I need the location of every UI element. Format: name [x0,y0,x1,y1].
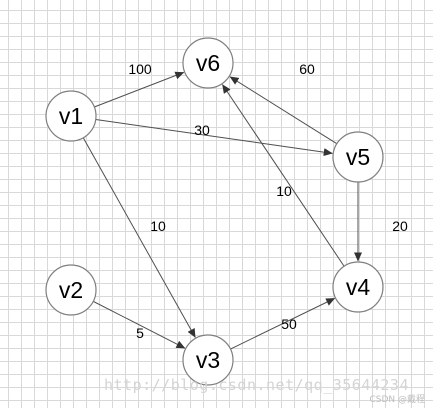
nodes-layer: v1 v2 v3 v4 v5 v6 [45,37,384,386]
edge-v1-v6 [94,71,185,108]
edge-weight-v1-v6: 100 [128,61,152,77]
watermark-csdn: CSDN @戴程 [369,395,425,405]
node-circle-v3 [182,334,234,386]
node-label-v5: v5 [346,144,370,170]
edge-v4-v6 [222,84,345,267]
node-v1: v1 [45,90,97,142]
node-label-v3: v3 [196,347,220,373]
edge-weight-v1-v3: 10 [150,218,166,234]
node-circle-v1 [45,90,97,142]
node-v3: v3 [182,334,234,386]
node-v5: v5 [332,131,384,183]
node-label-v4: v4 [346,274,371,300]
edge-v5-v6 [229,76,338,145]
node-v6: v6 [182,37,234,89]
edge-weight-v3-v4: 50 [281,316,297,332]
node-label-v6: v6 [196,50,220,76]
edge-v1-v3 [82,137,196,338]
node-circle-v5 [332,131,384,183]
edge-weight-v1-v5: 30 [194,122,210,138]
edge-weight-v2-v3: 5 [136,325,144,341]
edge-v3-v4 [230,297,336,350]
node-circle-v2 [45,264,97,316]
edge-weights-layer: 100 30 10 5 50 10 60 20 [128,61,408,341]
edge-weight-v4-v6: 10 [276,183,292,199]
edge-weight-v5-v4: 20 [392,218,408,234]
node-label-v1: v1 [59,103,83,129]
watermark-url: http://blog.csdn.net/qq_35644234 [104,376,409,394]
edge-weight-v5-v6: 60 [299,61,315,77]
edge-v2-v3 [93,300,186,349]
edge-v1-v5 [95,119,333,157]
node-circle-v6 [182,37,234,89]
node-label-v2: v2 [59,277,83,303]
edges-layer [82,71,362,350]
node-circle-v4 [332,261,384,313]
node-v2: v2 [45,264,97,316]
node-v4: v4 [332,261,384,313]
